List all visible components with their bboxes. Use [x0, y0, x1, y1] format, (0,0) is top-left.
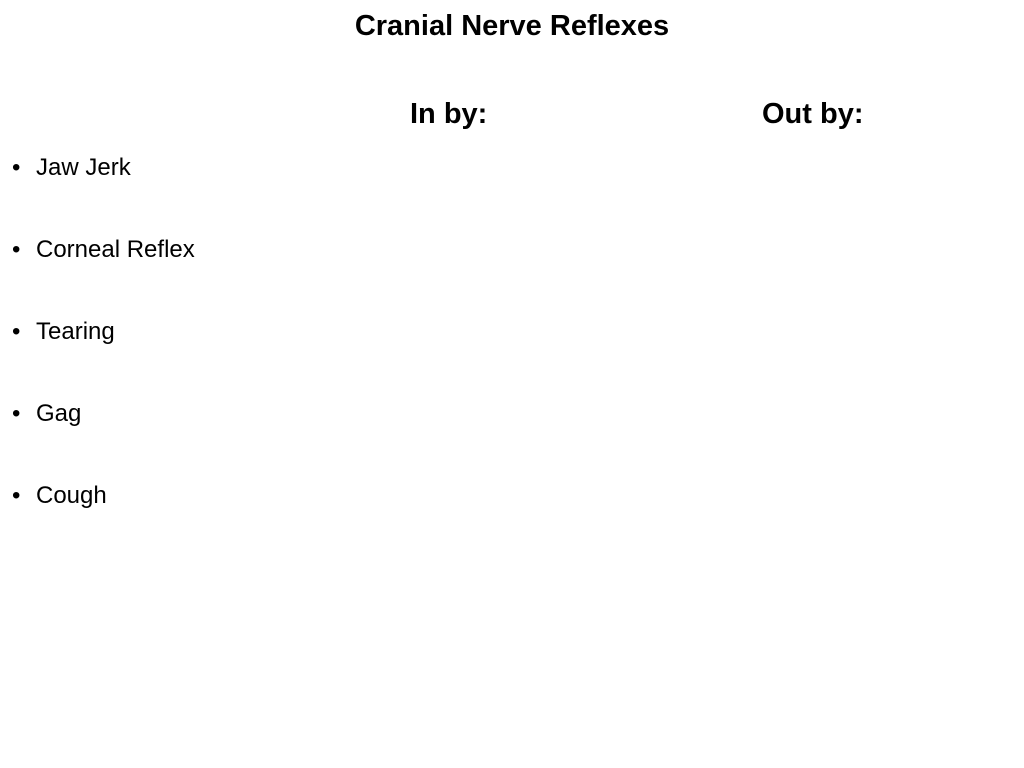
- list-item: • Corneal Reflex: [12, 234, 195, 316]
- bullet-icon: •: [12, 236, 21, 263]
- bullet-icon: •: [12, 400, 21, 427]
- reflex-label-gag: Gag: [36, 400, 82, 427]
- list-item: • Gag: [12, 398, 195, 480]
- reflex-label-tearing: Tearing: [36, 318, 115, 345]
- bullet-icon: •: [12, 318, 21, 345]
- reflex-label-jaw-jerk: Jaw Jerk: [36, 154, 131, 181]
- list-item: • Tearing: [12, 316, 195, 398]
- bullet-icon: •: [12, 154, 21, 181]
- in-by-header: In by:: [410, 98, 488, 130]
- reflex-label-corneal-reflex: Corneal Reflex: [36, 236, 195, 263]
- list-item: • Cough: [12, 480, 195, 562]
- out-by-header: Out by:: [762, 98, 864, 130]
- reflex-label-cough: Cough: [36, 482, 107, 509]
- bullet-icon: •: [12, 482, 21, 509]
- slide-title: Cranial Nerve Reflexes: [354, 10, 670, 42]
- list-item: • Jaw Jerk: [12, 152, 195, 234]
- reflex-list: • Jaw Jerk • Corneal Reflex • Tearing • …: [12, 152, 195, 562]
